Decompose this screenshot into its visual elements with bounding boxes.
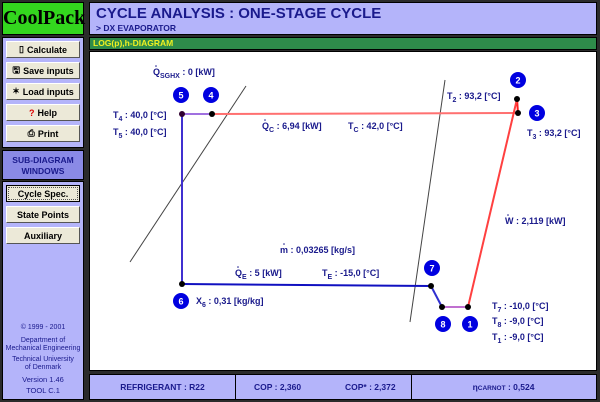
svg-text:6: 6 <box>178 297 183 307</box>
dot-4 <box>209 111 215 117</box>
print-label: Print <box>37 128 59 139</box>
credit-dept-1: Department of <box>20 337 66 344</box>
tool-id: TOOL C.1 <box>26 386 60 395</box>
point-marker-6: 6 <box>173 293 189 309</box>
sub-diagram-header: SUB-DIAGRAM WINDOWS <box>2 150 84 180</box>
save-icon: 🖫 <box>12 64 21 75</box>
svg-text:2: 2 <box>515 76 520 86</box>
t8-label: T8 : -9,0 [°C] <box>492 316 544 329</box>
version: Version 1.46 <box>22 375 64 384</box>
carnot-efficiency: ηCARNOT : 0,524 <box>411 375 596 399</box>
page-subtitle: > DX EVAPORATOR <box>96 23 177 33</box>
point-marker-3: 3 <box>529 105 545 121</box>
evaporator-line <box>181 283 432 287</box>
dot-6 <box>179 281 185 287</box>
sidebar-actions: ▯Calculate 🖫Save inputs ✶Load inputs ?He… <box>2 37 84 148</box>
calculate-label: Calculate <box>26 44 67 55</box>
point-marker-2: 2 <box>510 72 526 88</box>
t-e-label: TE : -15,0 [°C] <box>322 268 379 281</box>
sub-header-line-2: WINDOWS <box>21 166 65 176</box>
eta-subscript: CARNOT <box>477 385 506 392</box>
credit-dept-2: Mechanical Engineering <box>5 345 81 352</box>
print-button[interactable]: ⎙Print <box>6 125 80 142</box>
page-title: CYCLE ANALYSIS : ONE-STAGE CYCLE <box>96 5 382 22</box>
diagram-canvas: 5 4 2 3 7 8 1 6 QSGHX : 0 [kW] T4 : 40,0… <box>113 65 581 345</box>
line-8-7 <box>430 285 443 308</box>
svg-text:1: 1 <box>467 320 472 330</box>
cycle-spec-label: Cycle Spec. <box>17 188 69 199</box>
dot-3 <box>515 110 521 116</box>
cycle-spec-button[interactable]: Cycle Spec. <box>6 185 80 202</box>
status-bar: REFRIGERANT : R22 COP : 2,360 COP* : 2,3… <box>89 374 597 400</box>
dot-5 <box>179 111 185 117</box>
cop-value: COP : 2,360 <box>254 382 302 392</box>
sub-header-line-1: SUB-DIAGRAM <box>12 155 74 165</box>
state-points-button[interactable]: State Points <box>6 206 80 223</box>
svg-text:8: 8 <box>440 320 445 330</box>
dot-8 <box>439 304 445 310</box>
credit-univ-2: of Denmark <box>24 364 62 371</box>
condenser-line <box>211 112 519 115</box>
svg-text:3: 3 <box>534 109 539 119</box>
t4-label: T4 : 40,0 [°C] <box>113 110 167 123</box>
load-icon: ✶ <box>12 86 20 96</box>
t5-label: T5 : 40,0 [°C] <box>113 127 167 140</box>
help-icon: ? <box>28 107 35 118</box>
save-inputs-label: Save inputs <box>23 65 74 76</box>
state-points-label: State Points <box>16 209 69 220</box>
help-button[interactable]: ?Help <box>6 104 80 121</box>
svg-text:4: 4 <box>208 91 213 101</box>
w-label: W : 2,119 [kW] <box>505 216 566 226</box>
cop-star-value: COP* : 2,372 <box>345 382 396 392</box>
t2-label: T2 : 93,2 [°C] <box>447 91 501 104</box>
q-sghx-label: QSGHX : 0 [kW] <box>153 67 215 80</box>
state-dots <box>179 96 521 310</box>
auxiliary-button[interactable]: Auxiliary <box>6 227 80 244</box>
calculator-icon: ▯ <box>19 44 24 54</box>
point-marker-1: 1 <box>462 316 478 332</box>
point-marker-5: 5 <box>173 87 189 103</box>
copyright: © 1999 - 2001 <box>20 324 66 331</box>
auxiliary-label: Auxiliary <box>23 230 63 241</box>
point-marker-8: 8 <box>435 316 451 332</box>
dot-accents <box>155 65 509 268</box>
t7-label: T7 : -10,0 [°C] <box>492 301 549 314</box>
q-e-label: QE : 5 [kW] <box>235 268 282 281</box>
credit-univ-1: Technical University <box>12 356 74 363</box>
page-header: CYCLE ANALYSIS : ONE-STAGE CYCLE > DX EV… <box>89 2 597 35</box>
point-marker-7: 7 <box>424 260 440 276</box>
svg-text:7: 7 <box>429 264 434 274</box>
cop-cell: COP : 2,360 COP* : 2,372 <box>235 375 412 399</box>
t3-label: T3 : 93,2 [°C] <box>527 128 581 141</box>
logph-diagram: 5 4 2 3 7 8 1 6 QSGHX : 0 [kW] T4 : 40,0… <box>89 51 597 371</box>
diagram-title-bar: LOG(p),h-DIAGRAM <box>89 37 597 50</box>
sidebar-subdiagrams: Cycle Spec. State Points Auxiliary © 199… <box>2 181 84 400</box>
q-c-label: QC : 6,94 [kW] <box>262 121 322 134</box>
t-c-label: TC : 42,0 [°C] <box>348 121 403 134</box>
saturated-vapor-line <box>409 79 446 323</box>
point-marker-4: 4 <box>203 87 219 103</box>
eta-value: : 0,524 <box>505 382 535 392</box>
save-inputs-button[interactable]: 🖫Save inputs <box>6 62 80 79</box>
printer-icon: ⎙ <box>27 128 35 138</box>
svg-text:5: 5 <box>178 91 183 101</box>
refrigerant-status: REFRIGERANT : R22 <box>90 375 236 399</box>
help-label: Help <box>37 107 57 118</box>
coolpack-logo: CoolPack <box>2 2 85 35</box>
mass-flow-label: m : 0,03265 [kg/s] <box>280 245 355 255</box>
t1-label: T1 : -9,0 [°C] <box>492 332 544 345</box>
eta-symbol: η <box>472 382 478 392</box>
x6-label: X6 : 0,31 [kg/kg] <box>196 296 263 309</box>
saturated-liquid-line <box>129 85 247 263</box>
calculate-button[interactable]: ▯Calculate <box>6 41 80 58</box>
dot-2 <box>514 96 520 102</box>
load-inputs-button[interactable]: ✶Load inputs <box>6 83 80 100</box>
compression-line <box>467 98 518 308</box>
load-inputs-label: Load inputs <box>22 86 74 97</box>
dot-1 <box>465 304 471 310</box>
dot-7 <box>428 283 434 289</box>
